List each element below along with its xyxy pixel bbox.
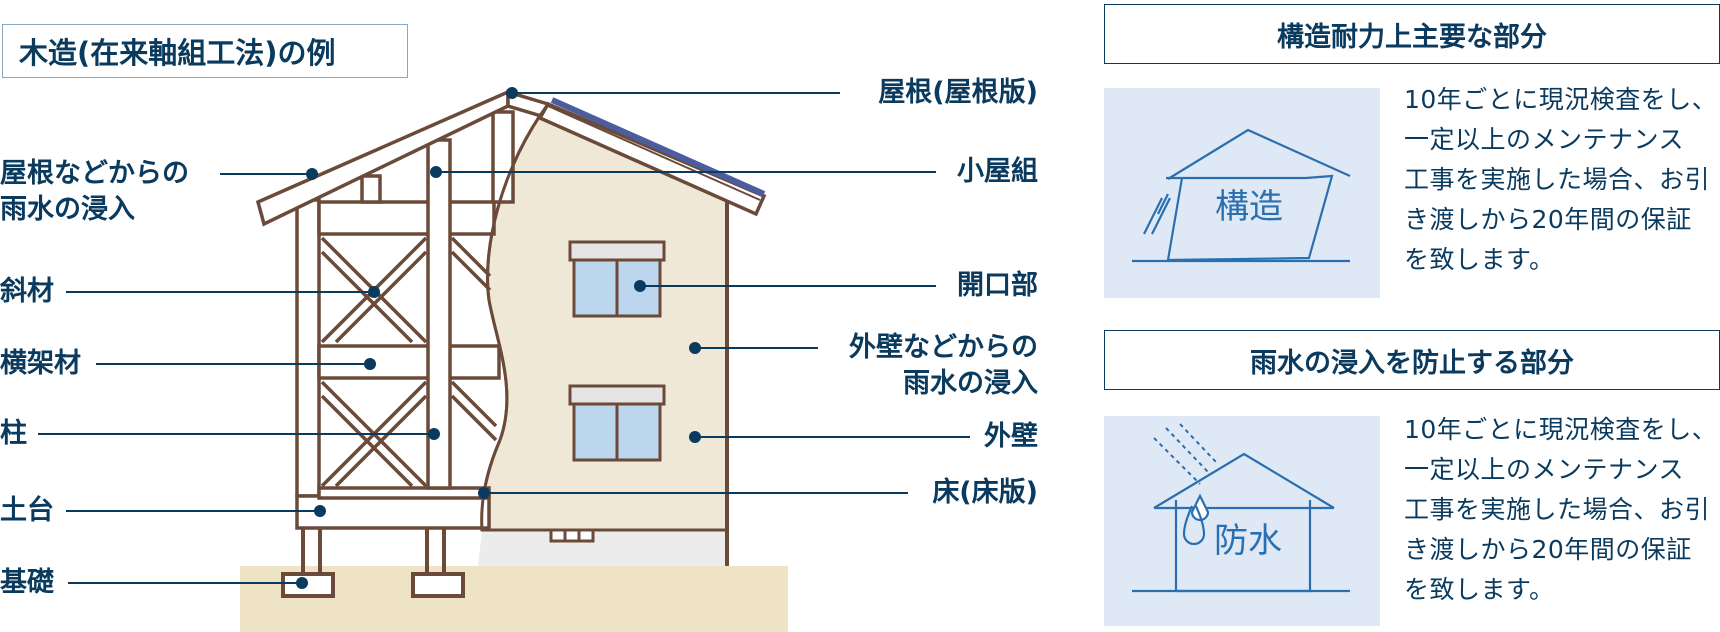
panel-structure: 構造耐力上主要な部分 構造 10年ごとに現況検査をし、 一定以上のメンテナンス … <box>1104 0 1720 300</box>
label-roof: 屋根(屋根版) <box>878 77 1038 108</box>
label-roof-rain-line1: 屋根などからの <box>0 158 189 189</box>
label-pillar: 柱 <box>0 418 27 449</box>
house-structure-icon: 構造 <box>1132 128 1351 263</box>
label-exterior-wall: 外壁 <box>984 421 1038 452</box>
label-sill: 土台 <box>0 495 54 526</box>
label-roof-rain-line2: 雨水の浸入 <box>0 194 135 225</box>
house-structure-diagram: 木造(在来軸組工法)の例 屋根などからの 雨水の浸入 斜材 横架材 柱 土台 基… <box>0 24 1038 632</box>
roof <box>255 89 767 227</box>
timber-frame <box>295 110 515 530</box>
label-beam: 横架材 <box>0 348 81 379</box>
structure-icon-box: 構造 <box>1104 88 1380 298</box>
diagram-title: 木造(在来軸組工法)の例 <box>2 24 408 78</box>
label-wall-rain-line2: 雨水の浸入 <box>903 368 1038 399</box>
panel-structure-heading: 構造耐力上主要な部分 <box>1104 4 1720 64</box>
house-waterproof-icon: 防水 <box>1132 423 1350 593</box>
foundation-piers <box>281 528 465 598</box>
label-foundation: 基礎 <box>0 567 54 598</box>
label-diagonal: 斜材 <box>0 276 54 307</box>
crawl-space <box>478 530 727 566</box>
panel-waterproof-description: 10年ごとに現況検査をし、 一定以上のメンテナンス 工事を実施した場合、お引 き… <box>1404 415 1718 604</box>
label-wall-rain-line1: 外壁などからの <box>849 332 1038 363</box>
panel-waterproof: 雨水の浸入を防止する部分 防水 10年ごとに現況検査をし、 一定以上のメンテナン… <box>1104 330 1720 632</box>
panel-waterproof-heading: 雨水の浸入を防止する部分 <box>1104 330 1720 390</box>
window-lower <box>568 384 666 462</box>
leader-lines <box>38 92 970 584</box>
label-floor: 床(床版) <box>932 477 1038 508</box>
label-opening: 開口部 <box>957 270 1038 301</box>
house-illustration <box>38 87 970 632</box>
window-upper <box>568 240 666 318</box>
leader-dots <box>296 87 701 589</box>
structure-icon-label: 構造 <box>1215 187 1283 227</box>
panel-structure-description: 10年ごとに現況検査をし、 一定以上のメンテナンス 工事を実施した場合、お引 き… <box>1404 85 1718 274</box>
label-truss: 小屋組 <box>957 156 1038 187</box>
waterproof-icon-label: 防水 <box>1214 521 1282 561</box>
waterproof-icon-box: 防水 <box>1104 416 1380 626</box>
